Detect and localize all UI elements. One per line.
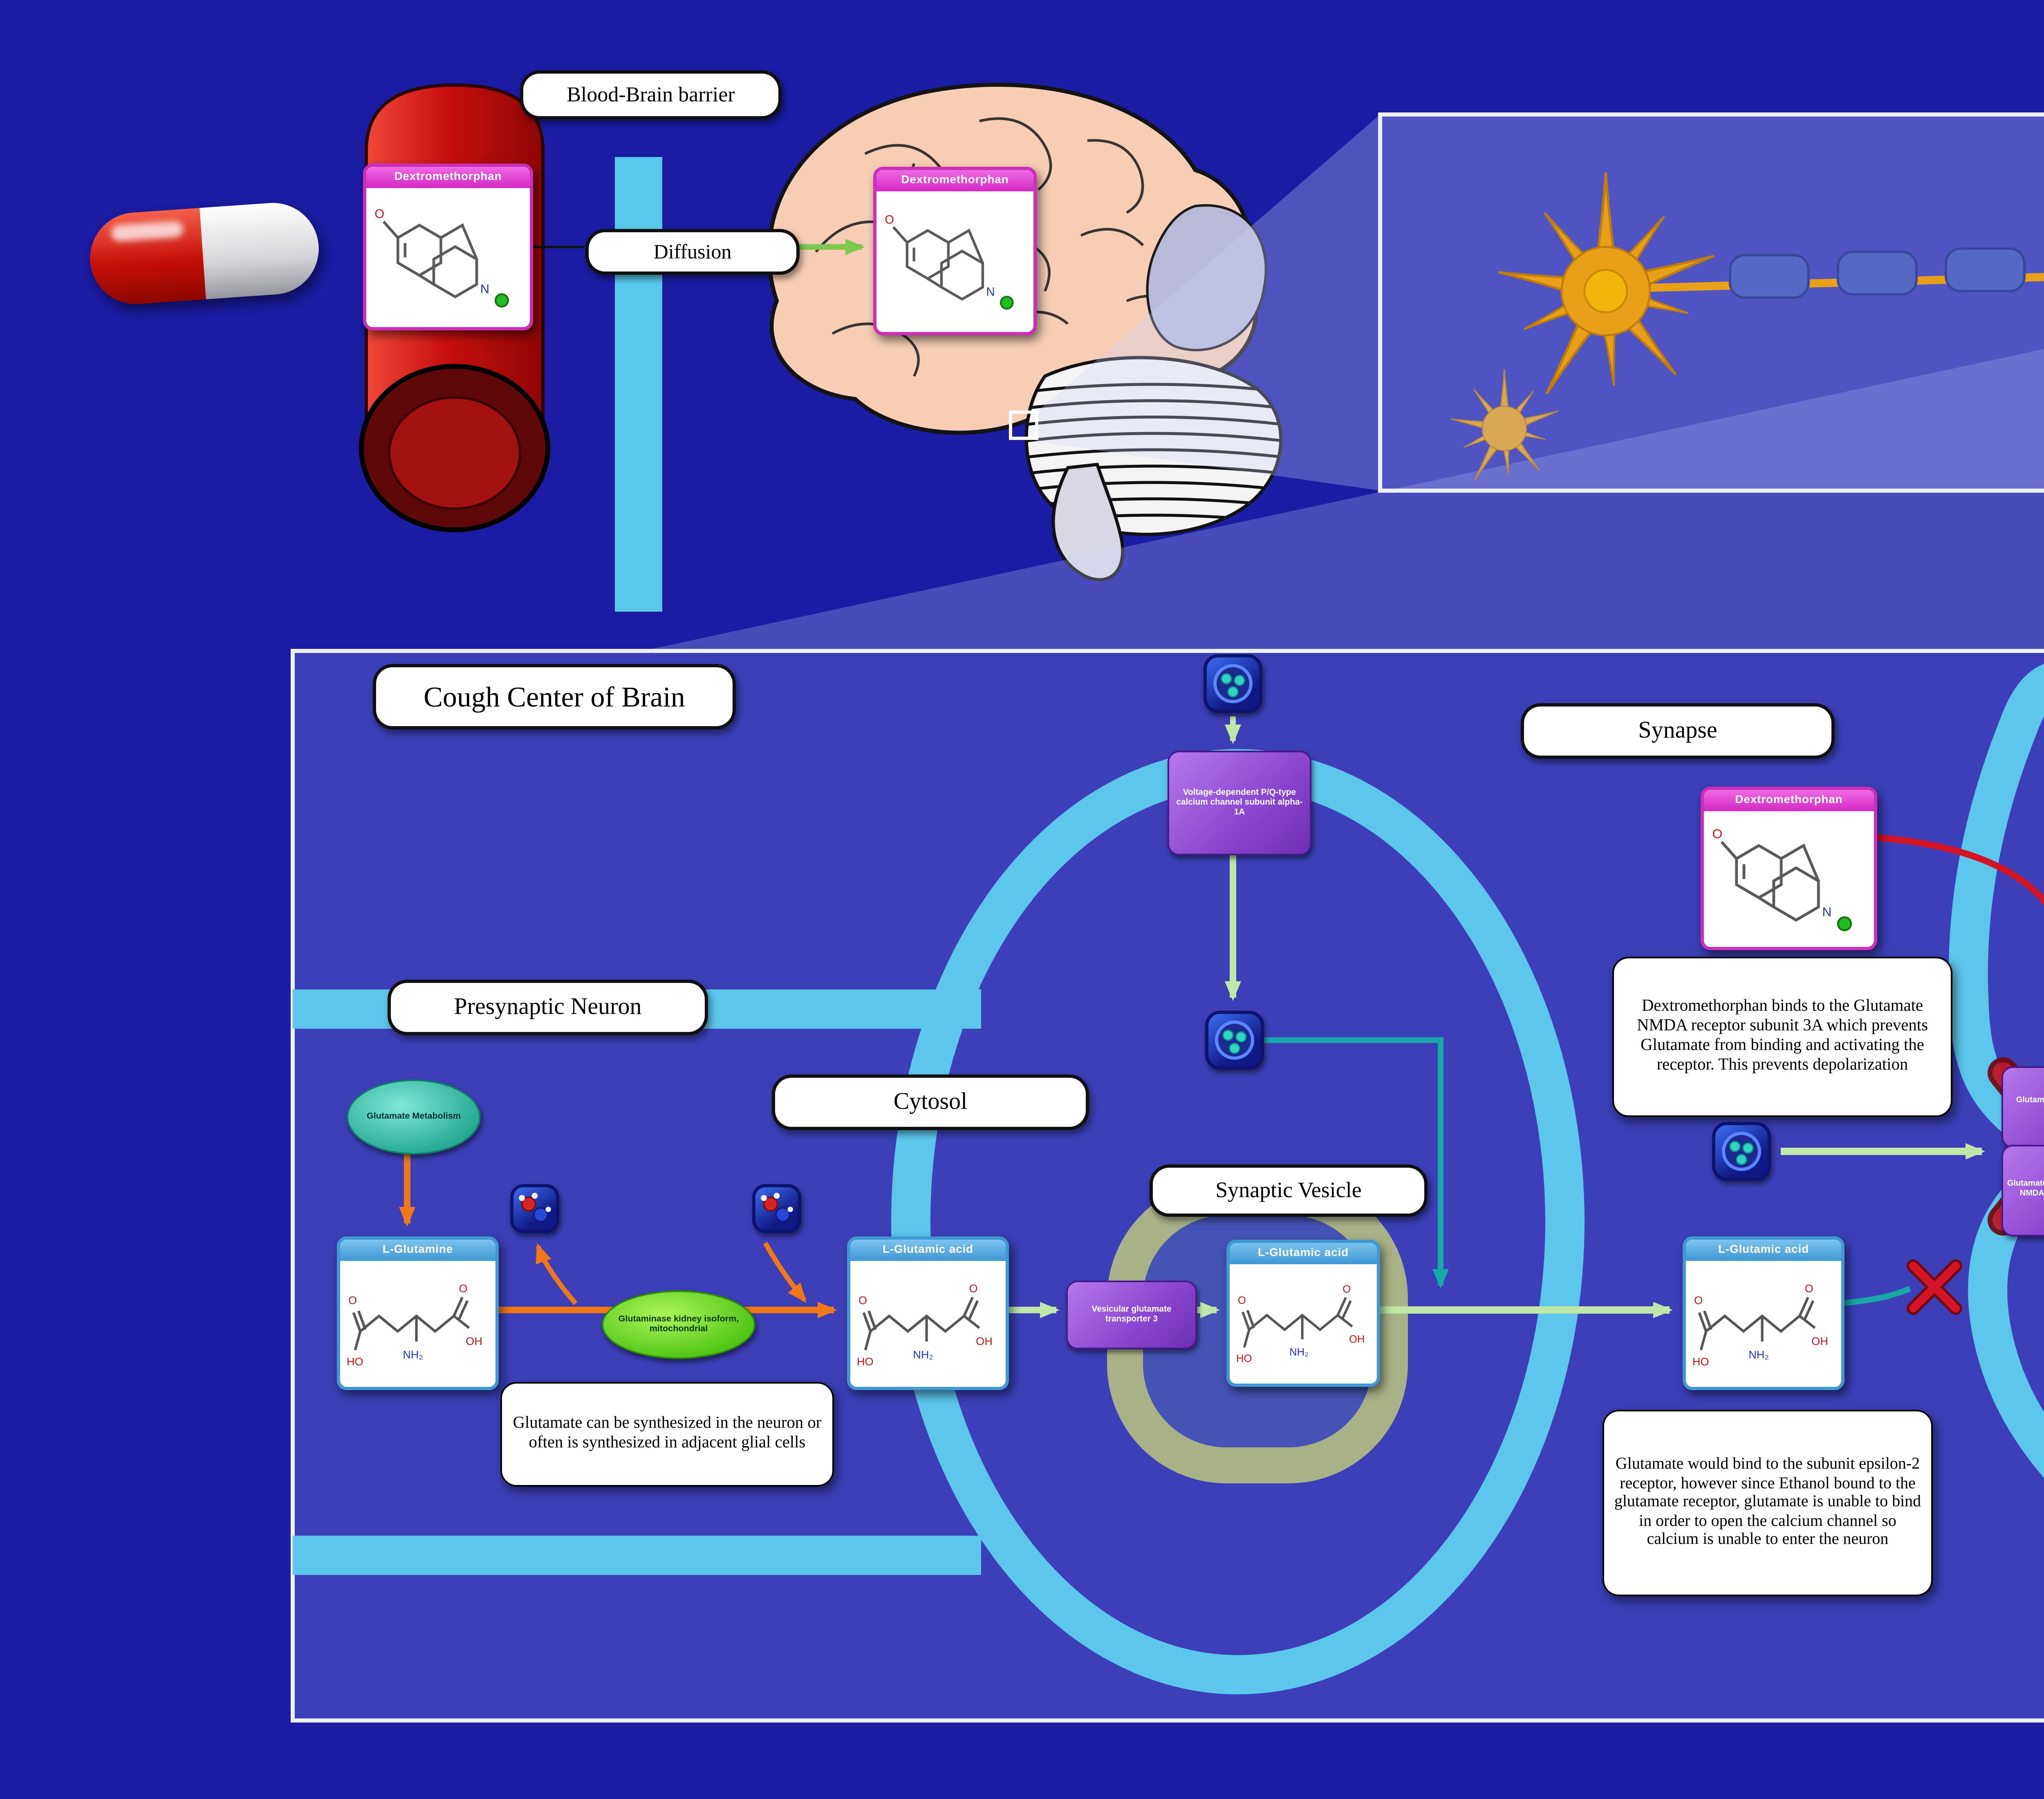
dxm-structure — [373, 196, 523, 319]
label-diffusion: Diffusion — [585, 229, 800, 275]
myelin-sheaths — [1729, 247, 2026, 299]
dxm-structure — [883, 200, 1027, 324]
glutaminase-enzyme: Glutaminase kidney isoform, mitochondria… — [602, 1290, 755, 1359]
vglut3-transporter: Vesicular glutamate transporter 3 — [1066, 1281, 1197, 1349]
card-title: L-Glutamic acid — [1686, 1240, 1841, 1261]
l-glutamic-acid-card-cytosol: L-Glutamic acid — [847, 1236, 1009, 1390]
dextromethorphan-card-brain: Dextromethorphan — [873, 167, 1037, 335]
annotation-glutamate-blocked: Glutamate would bind to the subunit epsi… — [1602, 1410, 1933, 1596]
glutamate-blocked-x — [1907, 1259, 1962, 1315]
card-title: L-Glutamic acid — [850, 1240, 1006, 1261]
amino-acid-structure — [1235, 1272, 1371, 1377]
card-title: Dextromethorphan — [366, 167, 530, 188]
calcium-ion-icon — [1205, 1011, 1264, 1070]
label-blood-brain-barrier: Blood-Brain barrier — [520, 70, 782, 119]
neuron-soma-1 — [1496, 173, 1718, 401]
label-cytosol-presynaptic: Cytosol — [772, 1074, 1089, 1130]
glutamate-metabolism-node: Glutamate Metabolism — [347, 1079, 481, 1155]
amino-acid-structure — [346, 1269, 489, 1380]
cofactor-molecule-icon — [752, 1184, 801, 1233]
dextromethorphan-card-vessel: Dextromethorphan — [363, 164, 533, 330]
label-synaptic-vesicle: Synaptic Vesicle — [1150, 1164, 1428, 1217]
brain-zoom-marker — [1009, 410, 1038, 440]
zoom-projection-brain — [1037, 114, 1380, 491]
drug-capsule — [87, 200, 322, 307]
brainstem — [1051, 462, 1125, 581]
card-title: L-Glutamine — [340, 1240, 495, 1261]
l-glutamine-card: L-Glutamine — [337, 1236, 499, 1390]
card-title: Dextromethorphan — [876, 170, 1033, 191]
amino-acid-structure — [1692, 1269, 1835, 1380]
brain-occipital-region — [1146, 204, 1267, 352]
amino-acid-structure — [856, 1269, 1000, 1380]
cofactor-molecule-icon — [510, 1184, 559, 1233]
l-glutamic-acid-card-synapse: L-Glutamic acid — [1683, 1236, 1845, 1390]
label-synapse: Synapse — [1521, 703, 1835, 759]
dxm-structure — [1711, 819, 1867, 939]
dextromethorphan-card-synapse: Dextromethorphan — [1701, 787, 1877, 950]
zoom-projection-neuron — [643, 349, 2044, 651]
calcium-channel-protein: Voltage-dependent P/Q-type calcium chann… — [1168, 751, 1311, 855]
neuron-zoom-panel — [1378, 112, 2044, 493]
calcium-ion-icon — [1712, 1122, 1771, 1181]
annotation-glial-synthesis: Glutamate can be synthesized in the neur… — [500, 1382, 834, 1487]
calcium-ion-icon — [1204, 654, 1262, 713]
pathway-arrows — [399, 239, 2044, 1318]
neuron-cells — [1450, 173, 2044, 504]
dxm-inhibition-arrow — [1874, 834, 2044, 906]
label-presynaptic-neuron: Presynaptic Neuron — [388, 980, 708, 1035]
annotation-dxm-binding: Dextromethorphan binds to the Glutamate … — [1612, 957, 1952, 1117]
card-title: L-Glutamic acid — [1230, 1243, 1377, 1264]
card-title: Dextromethorphan — [1704, 790, 1874, 811]
blood-brain-barrier-bar — [615, 157, 662, 612]
capsule-white-half — [199, 200, 322, 300]
nmda-receptor-3a: Glutamate NMDA receptor subunit 3A — [2001, 1066, 2044, 1148]
l-glutamic-acid-card-vesicle: L-Glutamic acid — [1226, 1240, 1380, 1387]
nmda-receptor-epsilon2: Glutamate receptor ionotropic, NMDA subu… — [2001, 1145, 2044, 1236]
label-cough-center: Cough Center of Brain — [373, 664, 736, 729]
